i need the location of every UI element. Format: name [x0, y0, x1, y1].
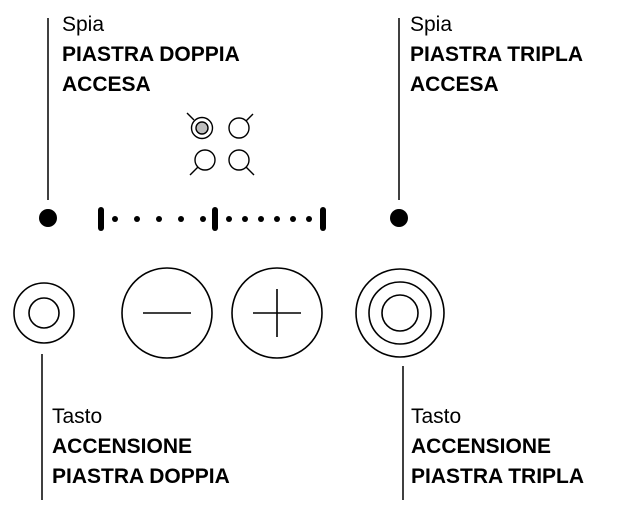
power-level-dot: [274, 216, 280, 222]
power-level-dot: [258, 216, 264, 222]
power-level-dot: [112, 216, 118, 222]
power-level-dot: [178, 216, 184, 222]
plus-icon: [253, 289, 301, 337]
power-level-dot: [134, 216, 140, 222]
power-triple-zone-button[interactable]: [355, 268, 445, 358]
label-line: PIASTRA DOPPIA: [52, 465, 230, 488]
power-level-dot: [156, 216, 162, 222]
label-line: PIASTRA TRIPLA: [410, 43, 584, 66]
label-line: ACCENSIONE: [52, 435, 193, 458]
power-level-dot: [226, 216, 232, 222]
minus-button[interactable]: [121, 267, 213, 359]
label-spia-piastra-doppia: Spia PIASTRA DOPPIA ACCESA: [62, 10, 240, 100]
plus-button[interactable]: [231, 267, 323, 359]
label-spia-piastra-tripla: Spia PIASTRA TRIPLA ACCESA: [410, 10, 583, 100]
power-level-bar-mid-mark: [212, 207, 218, 231]
spia-piastra-doppia-indicator: [39, 209, 57, 227]
label-line: Spia: [62, 13, 105, 36]
label-line: ACCENSIONE: [411, 435, 552, 458]
spia-piastra-tripla-indicator: [390, 209, 408, 227]
label-line: Tasto: [411, 405, 462, 428]
label-line: Spia: [410, 13, 453, 36]
power-level-bar-right-end: [320, 207, 326, 231]
power-level-dot: [306, 216, 312, 222]
label-line: ACCESA: [62, 73, 151, 96]
hob-zones-icon: [186, 112, 255, 176]
power-level-dot: [200, 216, 206, 222]
label-line: PIASTRA TRIPLA: [411, 465, 585, 488]
label-tasto-piastra-doppia: Tasto ACCENSIONE PIASTRA DOPPIA: [52, 402, 230, 492]
label-line: ACCESA: [410, 73, 499, 96]
power-double-zone-button[interactable]: [13, 282, 75, 344]
label-line: Tasto: [52, 405, 103, 428]
label-line: PIASTRA DOPPIA: [62, 43, 240, 66]
power-level-dot: [242, 216, 248, 222]
power-level-bar: [98, 207, 326, 231]
label-tasto-piastra-tripla: Tasto ACCENSIONE PIASTRA TRIPLA: [411, 402, 584, 492]
power-level-bar-left-end: [98, 207, 104, 231]
power-level-dot: [290, 216, 296, 222]
